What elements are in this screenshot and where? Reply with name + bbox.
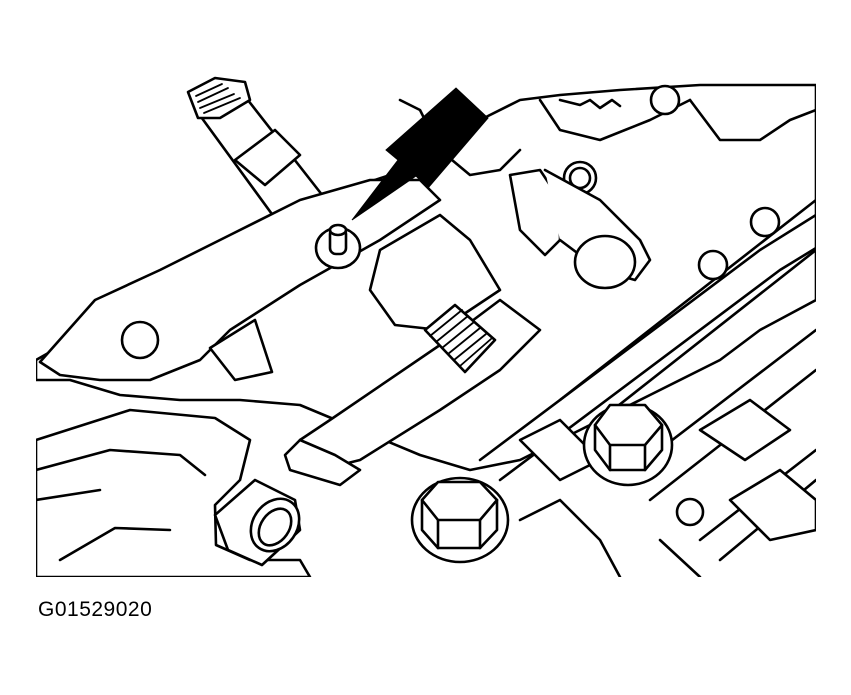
valve-bores xyxy=(518,398,816,577)
detent-pin xyxy=(314,223,362,270)
figure-code: G01529020 xyxy=(38,598,153,621)
pointer-arrow-icon xyxy=(351,87,489,221)
lower-housing xyxy=(36,408,312,577)
hex-bolt-right xyxy=(582,403,674,487)
rail-pins xyxy=(675,206,781,527)
detent-spring xyxy=(508,168,652,290)
bushing xyxy=(213,478,302,567)
upper-walls xyxy=(398,84,816,196)
hex-bolt-center xyxy=(410,476,510,564)
manual-valve xyxy=(283,213,542,487)
